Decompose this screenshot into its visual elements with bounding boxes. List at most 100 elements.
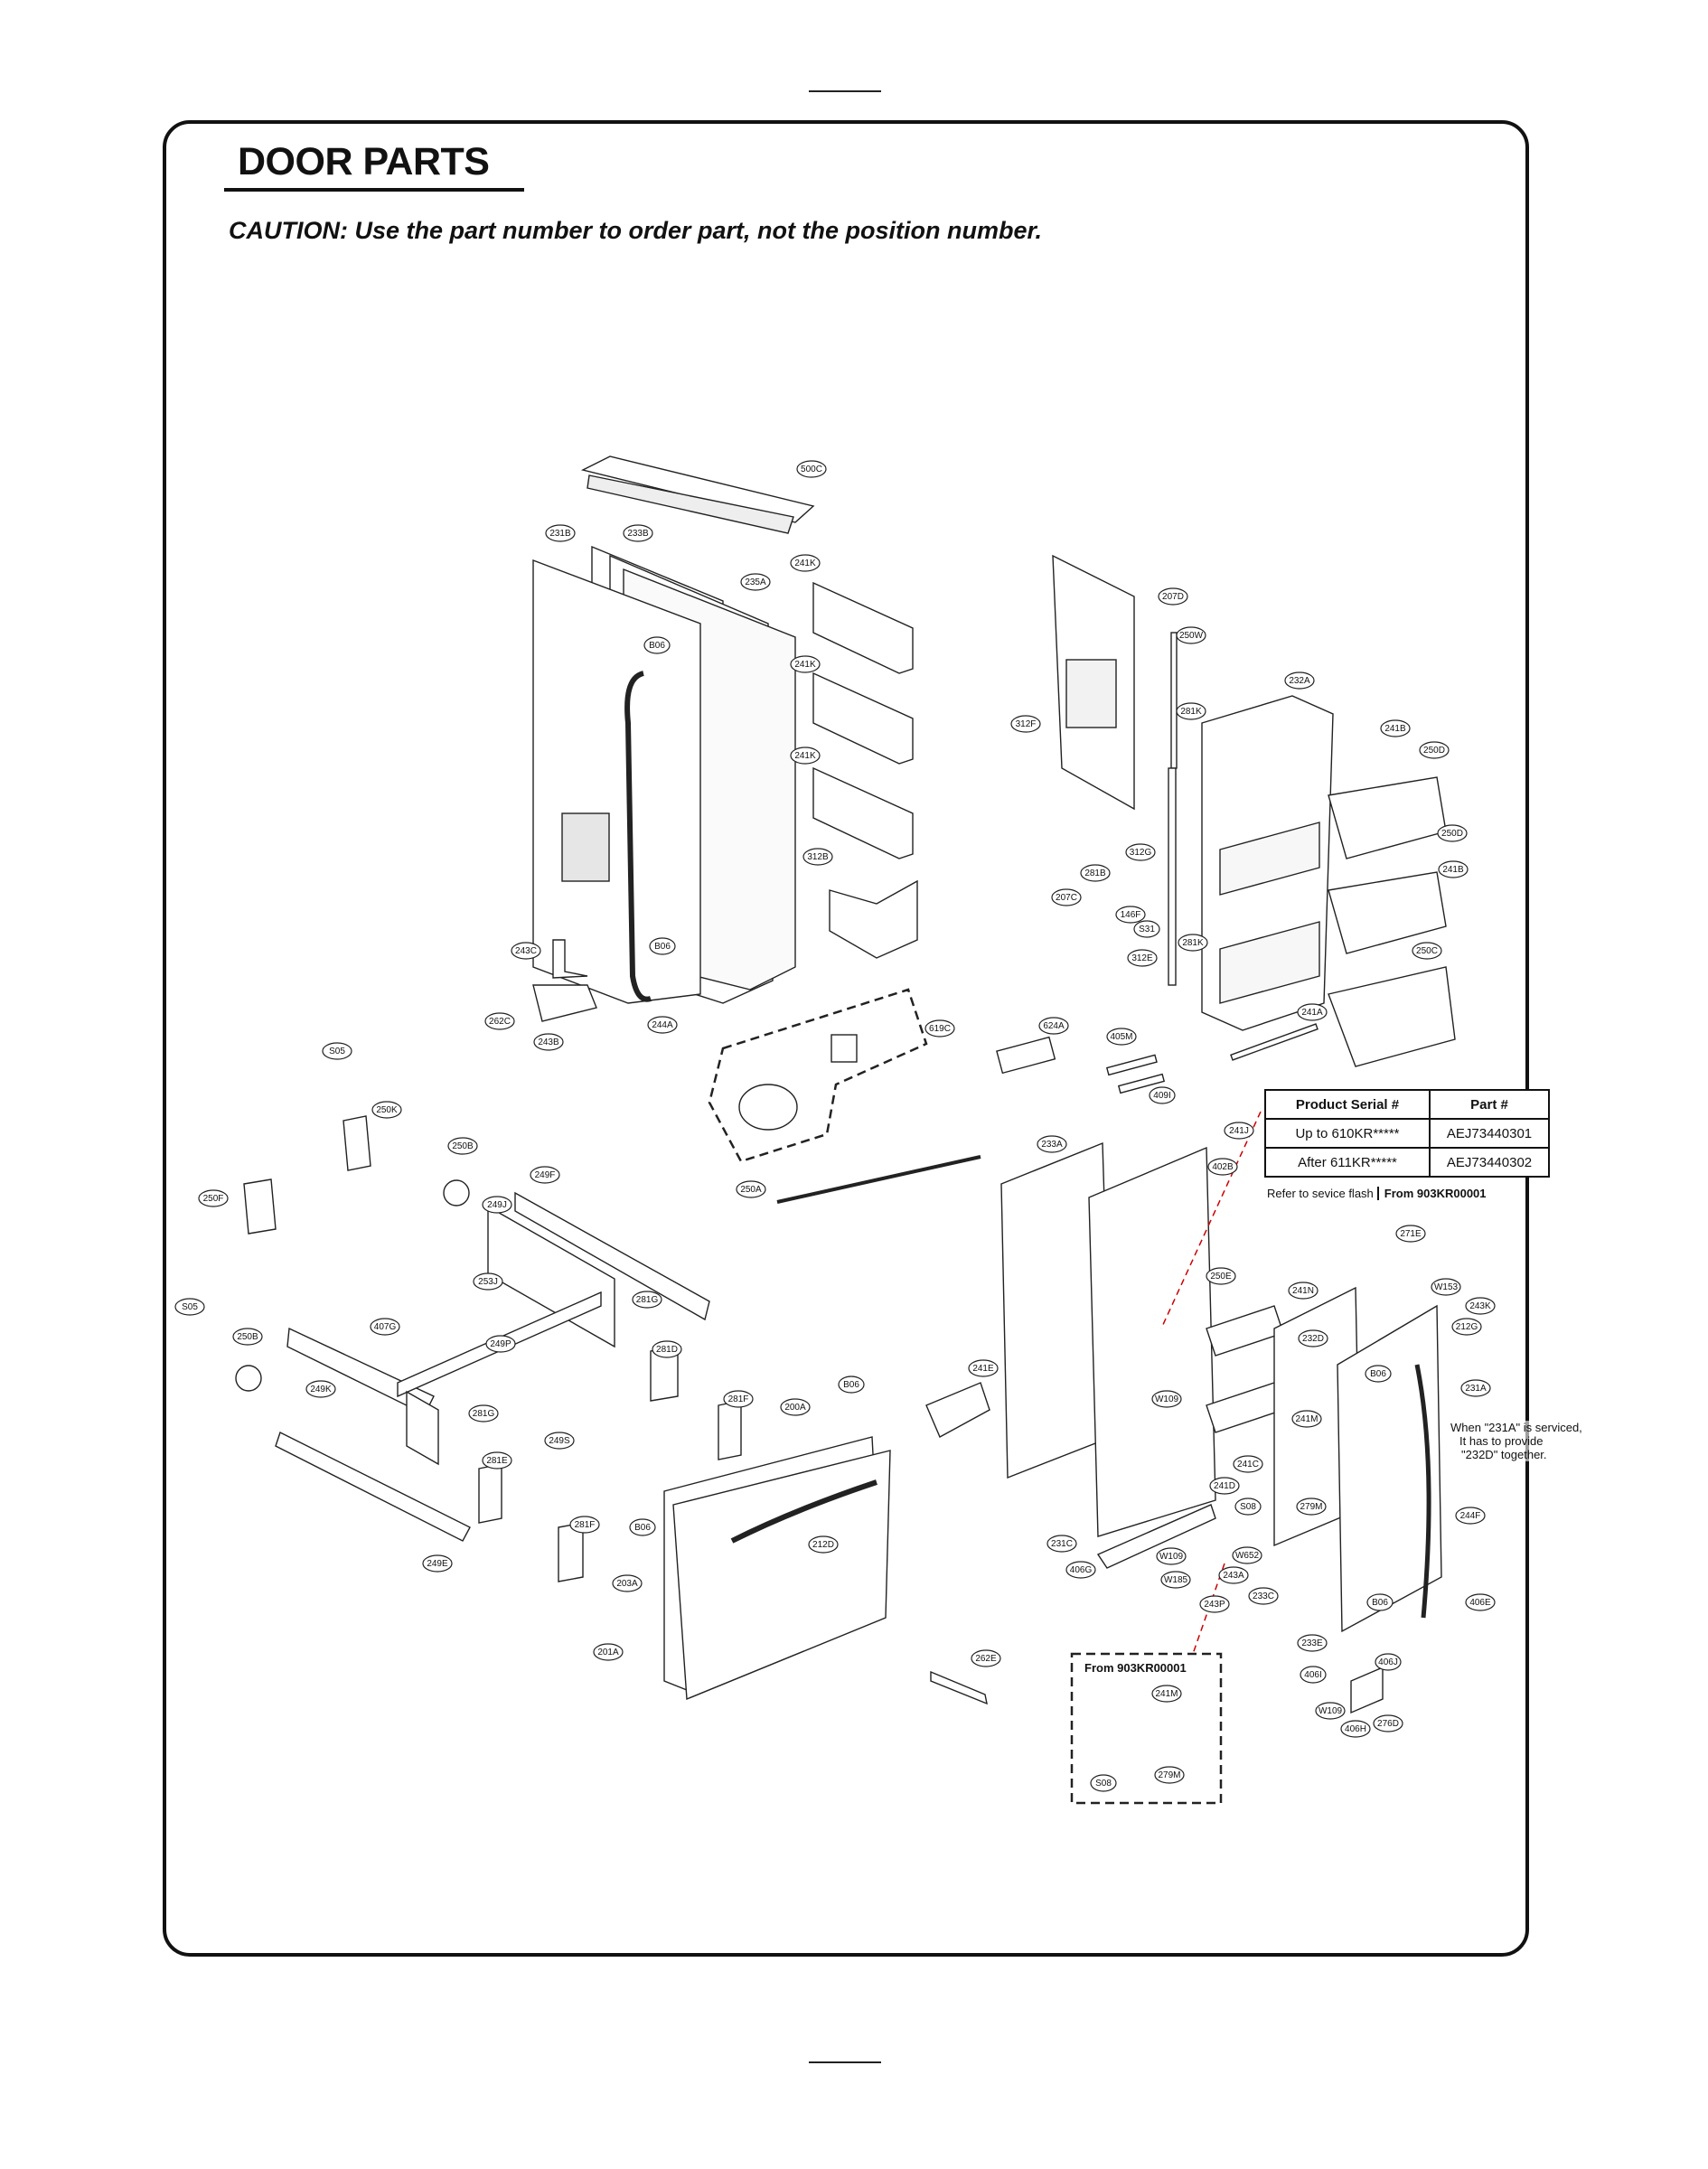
left-door-handle: [624, 671, 652, 1002]
svg-text:B06: B06: [634, 1523, 651, 1533]
panel-312f-window: [1065, 659, 1117, 728]
gear-250b-top: [443, 1179, 470, 1207]
dispenser-241e: [925, 1382, 990, 1438]
svg-text:243K: 243K: [1469, 1301, 1491, 1311]
svg-text:241K: 241K: [794, 660, 816, 670]
callout-241K-1: 241K: [790, 554, 821, 572]
callout-233E: 233E: [1297, 1634, 1328, 1652]
callout-250K: 250K: [371, 1101, 402, 1119]
pump-624a: [996, 1036, 1056, 1075]
hinge-243b: [532, 984, 597, 1022]
gear-250b-low: [235, 1365, 262, 1392]
svg-text:S31: S31: [1139, 925, 1155, 934]
callout-281D: 281D: [652, 1340, 682, 1358]
callout-B06-4: B06: [1366, 1593, 1394, 1611]
svg-text:281G: 281G: [636, 1295, 659, 1305]
callout-241M-1: 241M: [1291, 1410, 1322, 1428]
callout-249K: 249K: [305, 1380, 336, 1398]
svg-text:241C: 241C: [1237, 1460, 1259, 1469]
callout-241D: 241D: [1209, 1477, 1240, 1495]
caution-text: CAUTION: Use the part number to order pa…: [229, 217, 1043, 244]
svg-text:312B: 312B: [807, 852, 829, 862]
svg-text:406E: 406E: [1469, 1598, 1491, 1608]
rod-312e: [1168, 767, 1177, 986]
callout-212G: 212G: [1451, 1318, 1482, 1336]
svg-text:279M: 279M: [1158, 1770, 1180, 1780]
ice-maker-dashed-box: [708, 988, 928, 1163]
door-bin-250c: [1328, 966, 1456, 1067]
callout-207D: 207D: [1158, 587, 1188, 606]
svg-text:241N: 241N: [1292, 1286, 1314, 1296]
callout-312G: 312G: [1125, 843, 1156, 861]
svg-text:312F: 312F: [1016, 719, 1037, 729]
diagram-frame: [163, 120, 1529, 1957]
svg-text:281F: 281F: [575, 1520, 596, 1530]
callout-S31: S31: [1133, 920, 1160, 938]
rail-249e: [275, 1432, 471, 1542]
svg-text:406J: 406J: [1378, 1657, 1398, 1667]
callout-W652: W652: [1232, 1546, 1262, 1564]
callout-250D-2: 250D: [1437, 824, 1468, 842]
bottom-rule: [809, 2061, 881, 2063]
callout-407G: 407G: [370, 1318, 400, 1336]
callout-281G-2: 281G: [468, 1404, 499, 1423]
callout-250E: 250E: [1206, 1267, 1236, 1285]
svg-text:250B: 250B: [237, 1332, 258, 1342]
drawer-front-201a: [672, 1450, 891, 1701]
callout-B06-5: B06: [838, 1376, 865, 1394]
callout-200A: 200A: [780, 1398, 811, 1416]
svg-text:W109: W109: [1155, 1394, 1179, 1404]
callout-279M-1: 279M: [1296, 1498, 1327, 1516]
svg-text:233E: 233E: [1301, 1638, 1323, 1648]
svg-text:244F: 244F: [1460, 1511, 1481, 1521]
callout-212D: 212D: [808, 1535, 839, 1554]
service-note-line: "232D" together.: [1461, 1448, 1547, 1461]
callout-146F: 146F: [1115, 906, 1146, 924]
svg-text:W109: W109: [1159, 1552, 1184, 1562]
svg-text:253J: 253J: [478, 1277, 498, 1287]
svg-text:B06: B06: [843, 1380, 859, 1390]
svg-text:232A: 232A: [1289, 676, 1310, 686]
door-bin-low: [812, 766, 914, 859]
svg-text:S05: S05: [182, 1302, 198, 1312]
callout-406H: 406H: [1340, 1720, 1371, 1738]
svg-text:271E: 271E: [1400, 1229, 1422, 1239]
svg-text:281K: 281K: [1180, 707, 1202, 717]
svg-text:235A: 235A: [745, 577, 766, 587]
table-cell: Up to 610KR*****: [1264, 1118, 1431, 1149]
callout-201A: 201A: [593, 1643, 624, 1661]
rod-250w: [1170, 632, 1178, 769]
dashed-link-1: [1160, 1111, 1262, 1329]
hinge-assembly-406: [1350, 1666, 1384, 1714]
svg-text:281F: 281F: [728, 1394, 749, 1404]
svg-text:402B: 402B: [1212, 1162, 1234, 1172]
inset-title: From 903KR00001: [1084, 1661, 1187, 1675]
svg-text:243P: 243P: [1204, 1600, 1225, 1610]
svg-text:231C: 231C: [1051, 1539, 1073, 1549]
callout-231A: 231A: [1460, 1379, 1491, 1397]
callout-406I: 406I: [1300, 1666, 1327, 1684]
svg-text:243C: 243C: [515, 946, 537, 956]
callout-235A: 235A: [740, 573, 771, 591]
svg-text:207C: 207C: [1056, 893, 1077, 903]
callout-500C: 500C: [796, 460, 827, 478]
svg-text:406H: 406H: [1345, 1724, 1366, 1734]
svg-text:500C: 500C: [801, 465, 822, 474]
svg-text:250F: 250F: [203, 1194, 224, 1204]
callout-312B: 312B: [802, 848, 833, 866]
clip-281e: [478, 1463, 502, 1524]
left-door-display: [561, 812, 610, 882]
door-panel-231a: [1337, 1304, 1442, 1633]
svg-text:231B: 231B: [549, 529, 571, 539]
callout-243C: 243C: [511, 942, 541, 960]
strip-241a: [1230, 1023, 1319, 1061]
svg-text:250D: 250D: [1441, 829, 1463, 839]
post-249s: [406, 1390, 439, 1466]
svg-text:249F: 249F: [535, 1170, 556, 1180]
callout-S05-1: S05: [322, 1042, 352, 1060]
inset-dashed-box: [1070, 1652, 1223, 1805]
callout-250C: 250C: [1412, 942, 1442, 960]
callout-262C: 262C: [484, 1012, 515, 1030]
callout-241C: 241C: [1233, 1455, 1263, 1473]
